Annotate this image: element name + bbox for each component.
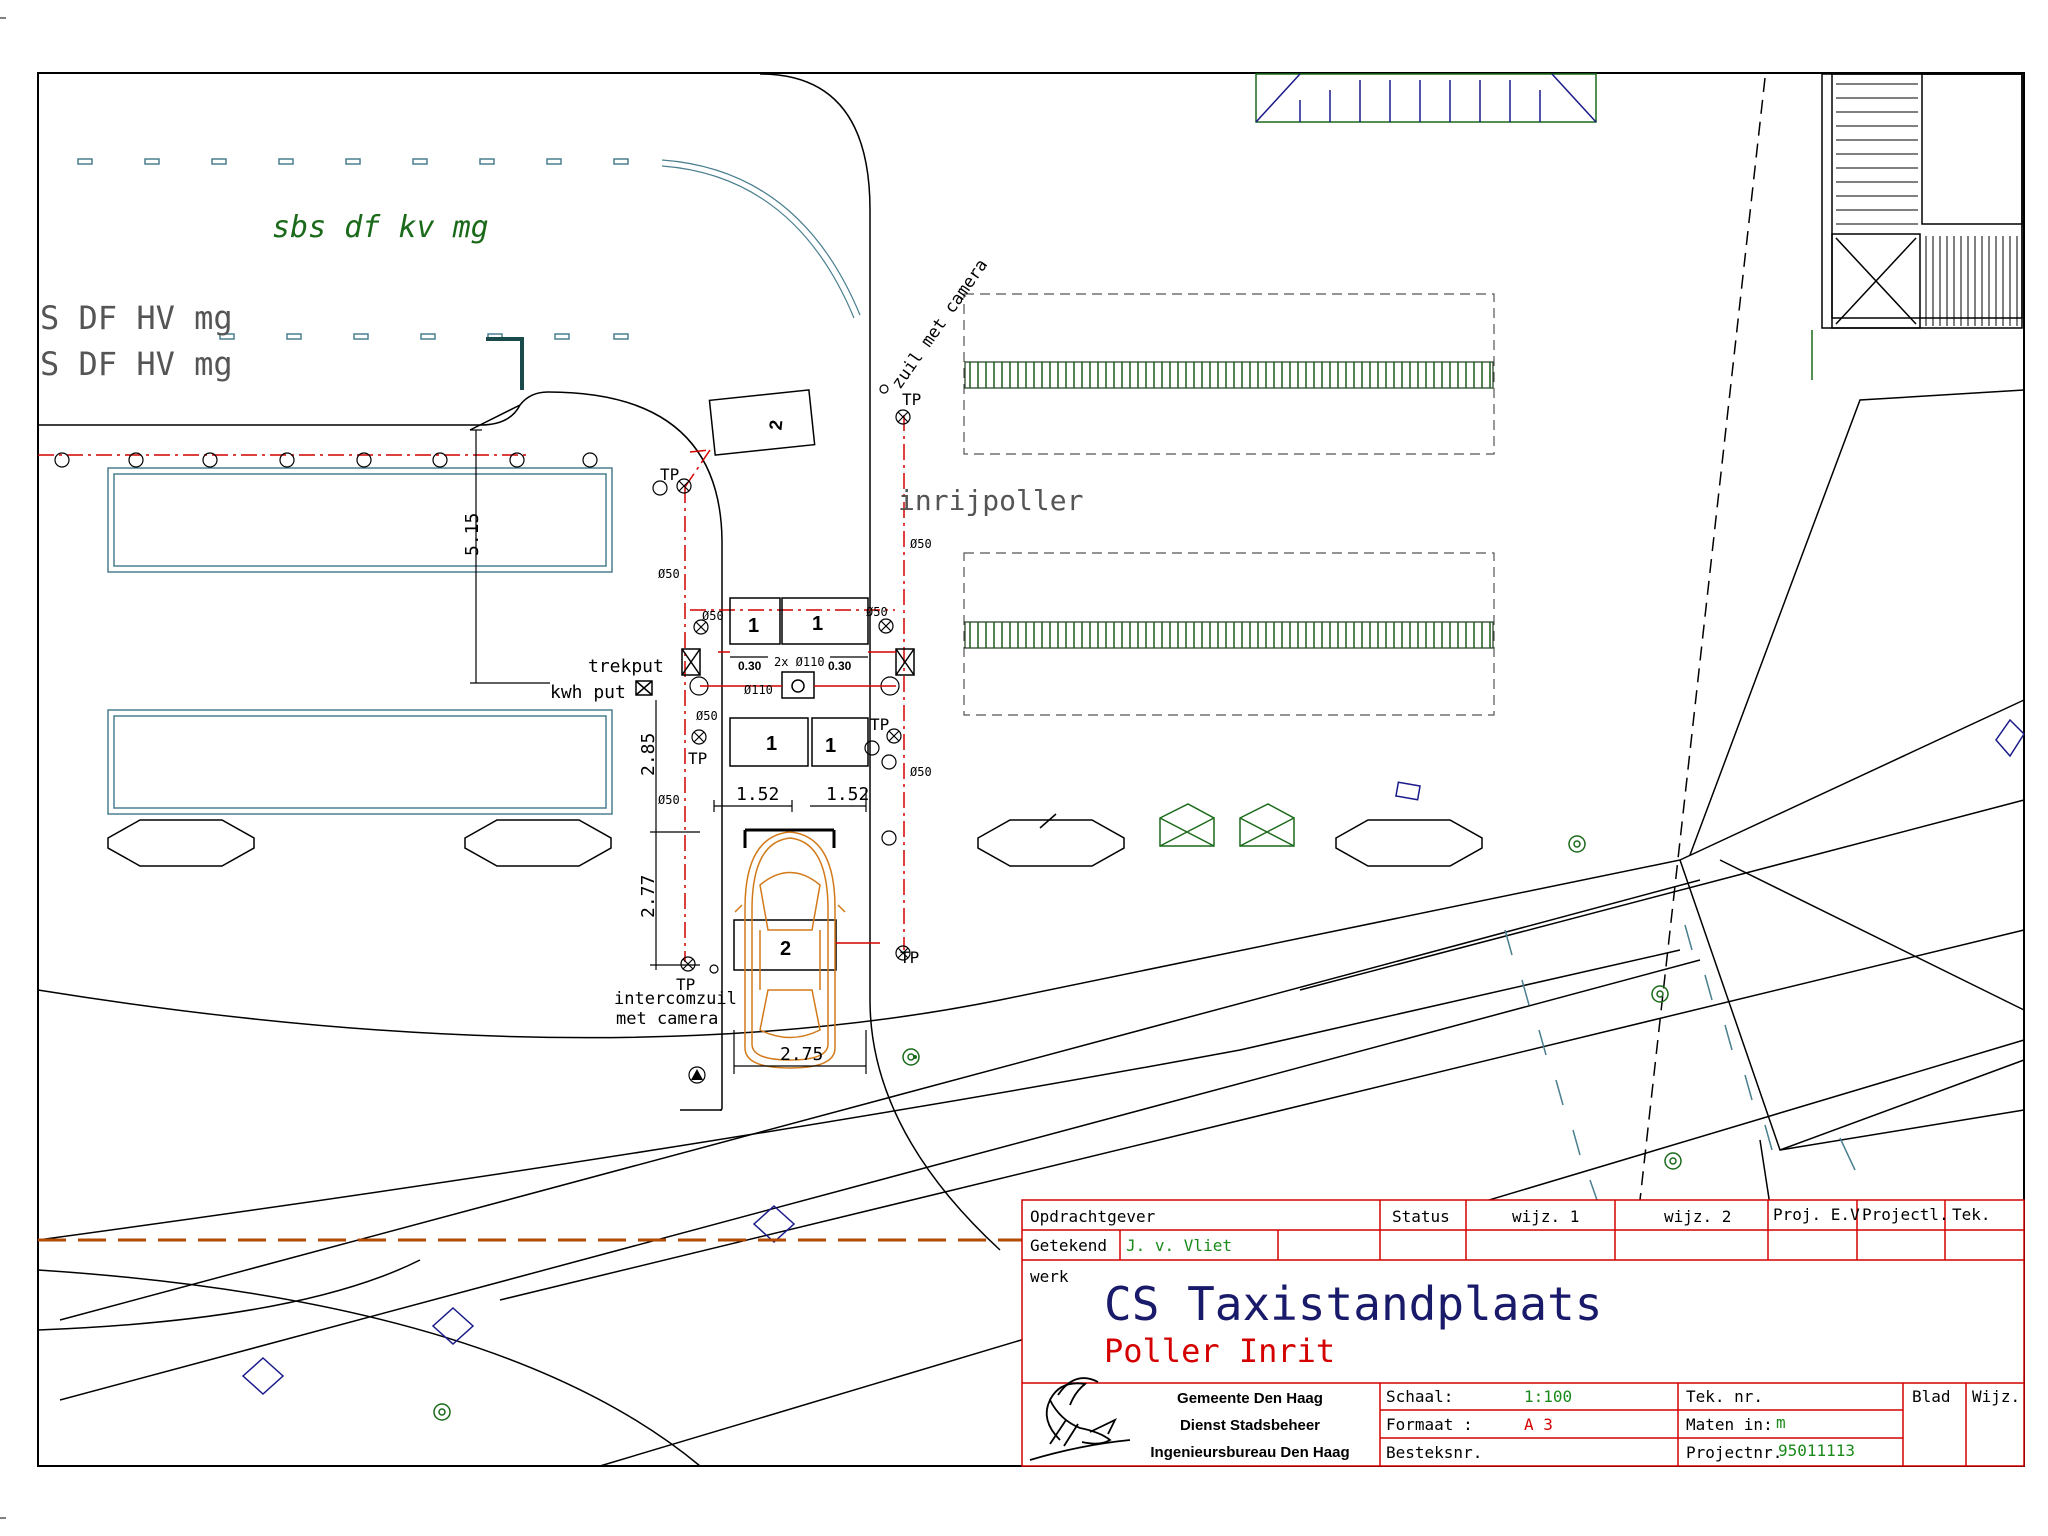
tb-format-value: A 3	[1524, 1415, 1553, 1434]
box-label-1a: 1	[748, 615, 759, 637]
tb-client-label: Opdrachtgever	[1030, 1207, 1156, 1226]
cable-boxes	[635, 389, 915, 971]
tb-drawing-no-label: Tek. nr.	[1686, 1387, 1763, 1406]
tb-drawn-label: Getekend	[1030, 1236, 1107, 1255]
lane-markings	[77, 158, 1856, 1201]
tp-label-1: TP	[660, 465, 679, 484]
tp-label-4: TP	[870, 715, 889, 734]
pipe-label-4: Ø50	[910, 537, 932, 551]
tb-format-label: Formaat :	[1386, 1415, 1473, 1434]
tb-rev2-label: wijz. 2	[1664, 1207, 1731, 1226]
dim-277: 2.77	[638, 875, 659, 918]
tb-drawn-by: J. v. Vliet	[1126, 1236, 1232, 1255]
tb-title: CS Taxistandplaats	[1104, 1277, 1603, 1331]
tb-project-no-value: 95011113	[1778, 1441, 1855, 1460]
tb-subtitle: Poller Inrit	[1104, 1332, 1335, 1370]
camera-column-label: zuil met camera	[888, 256, 992, 393]
tb-projectl-label: Projectl.	[1862, 1205, 1949, 1224]
survey-marker	[688, 1066, 706, 1084]
kwh-pit-label: kwh put	[550, 682, 626, 703]
box-label-1d: 1	[825, 735, 836, 757]
tb-proj-ev-label: Proj. E.V.	[1773, 1205, 1869, 1224]
tb-scale-value: 1:100	[1524, 1387, 1572, 1406]
tb-org-1: Gemeente Den Haag	[1177, 1390, 1323, 1407]
tp-label-3: TP	[688, 749, 707, 768]
title-block: Opdrachtgever Getekend J. v. Vliet Statu…	[1021, 1199, 2025, 1467]
pipe-label-5: Ø50	[696, 709, 718, 723]
building-top-right	[1811, 73, 2023, 380]
tp-markers	[676, 384, 911, 974]
box-label-1b: 1	[812, 613, 823, 635]
tb-project-no-label: Projectnr.	[1686, 1443, 1782, 1462]
blue-markers	[241, 718, 2025, 1396]
tb-org-2: Dienst Stadsbeheer	[1180, 1417, 1320, 1434]
dim-030a: 0.30	[738, 659, 762, 673]
pipe-label-2x110: 2x Ø110	[774, 655, 825, 669]
tb-rev1-label: wijz. 1	[1512, 1207, 1579, 1226]
dimension-lines	[470, 429, 868, 1074]
pipe-label-2: Ø50	[702, 609, 724, 623]
cable-route-circles	[54, 452, 900, 846]
pipe-label-7: Ø50	[910, 765, 932, 779]
tb-tek-label: Tek.	[1952, 1205, 1991, 1224]
tb-rev-label: Wijz.	[1972, 1387, 2020, 1406]
dim-152b: 1.52	[826, 784, 869, 805]
tb-units-label: Maten in:	[1686, 1415, 1773, 1434]
tb-units-value: m	[1776, 1413, 1786, 1432]
dim-152a: 1.52	[736, 784, 779, 805]
bike-rack-ticks	[969, 362, 1491, 648]
top-structure	[1255, 73, 1597, 123]
pipe-label-3: Ø50	[866, 605, 888, 619]
pipe-label-110: Ø110	[744, 683, 773, 697]
dim-285: 2.85	[638, 733, 659, 776]
road-code-3: S DF HV mg	[40, 345, 233, 383]
box-label-1c: 1	[766, 733, 777, 755]
road-code-1: sbs df kv mg	[272, 210, 489, 245]
org-logo	[1029, 1377, 1131, 1461]
tb-sheet-label: Blad	[1912, 1387, 1951, 1406]
green-marker-mid	[913, 1055, 917, 1059]
taxi-car	[734, 828, 846, 1069]
box-label-2b: 2	[780, 938, 791, 960]
pipe-label-6: Ø50	[658, 793, 680, 807]
pipe-label-1: Ø50	[658, 567, 680, 581]
traffic-islands	[107, 813, 1483, 867]
dim-275: 2.75	[780, 1044, 823, 1065]
bollard-label: inrijpoller	[898, 484, 1083, 517]
green-manholes	[433, 803, 1682, 1421]
cable-route	[38, 415, 905, 962]
tb-work-label: werk	[1030, 1267, 1069, 1286]
dim-030b: 0.30	[828, 659, 852, 673]
dim-515: 5.15	[462, 513, 483, 556]
parking-bays-left	[107, 467, 613, 815]
teal-bracket	[486, 337, 524, 390]
tb-org-3: Ingenieursbureau Den Haag	[1150, 1444, 1349, 1461]
pull-pit-label: trekput	[588, 656, 664, 677]
bike-racks	[963, 293, 1495, 716]
intercom-label-2: met camera	[616, 1009, 718, 1029]
road-code-2: S DF HV mg	[40, 299, 233, 337]
tp-label-5: TP	[900, 948, 919, 967]
tb-scale-label: Schaal:	[1386, 1387, 1453, 1406]
tp-label-6: TP	[676, 975, 695, 994]
tb-status-label: Status	[1392, 1207, 1450, 1226]
tp-label-2: TP	[902, 390, 921, 409]
tb-spec-label: Besteksnr.	[1386, 1443, 1482, 1462]
survey-marker-fill	[691, 1069, 703, 1080]
boundary-dashed-line	[1639, 77, 1766, 1201]
intercom-label-1: intercomzuil	[614, 989, 737, 1009]
box-label-2a: 2	[765, 419, 786, 431]
